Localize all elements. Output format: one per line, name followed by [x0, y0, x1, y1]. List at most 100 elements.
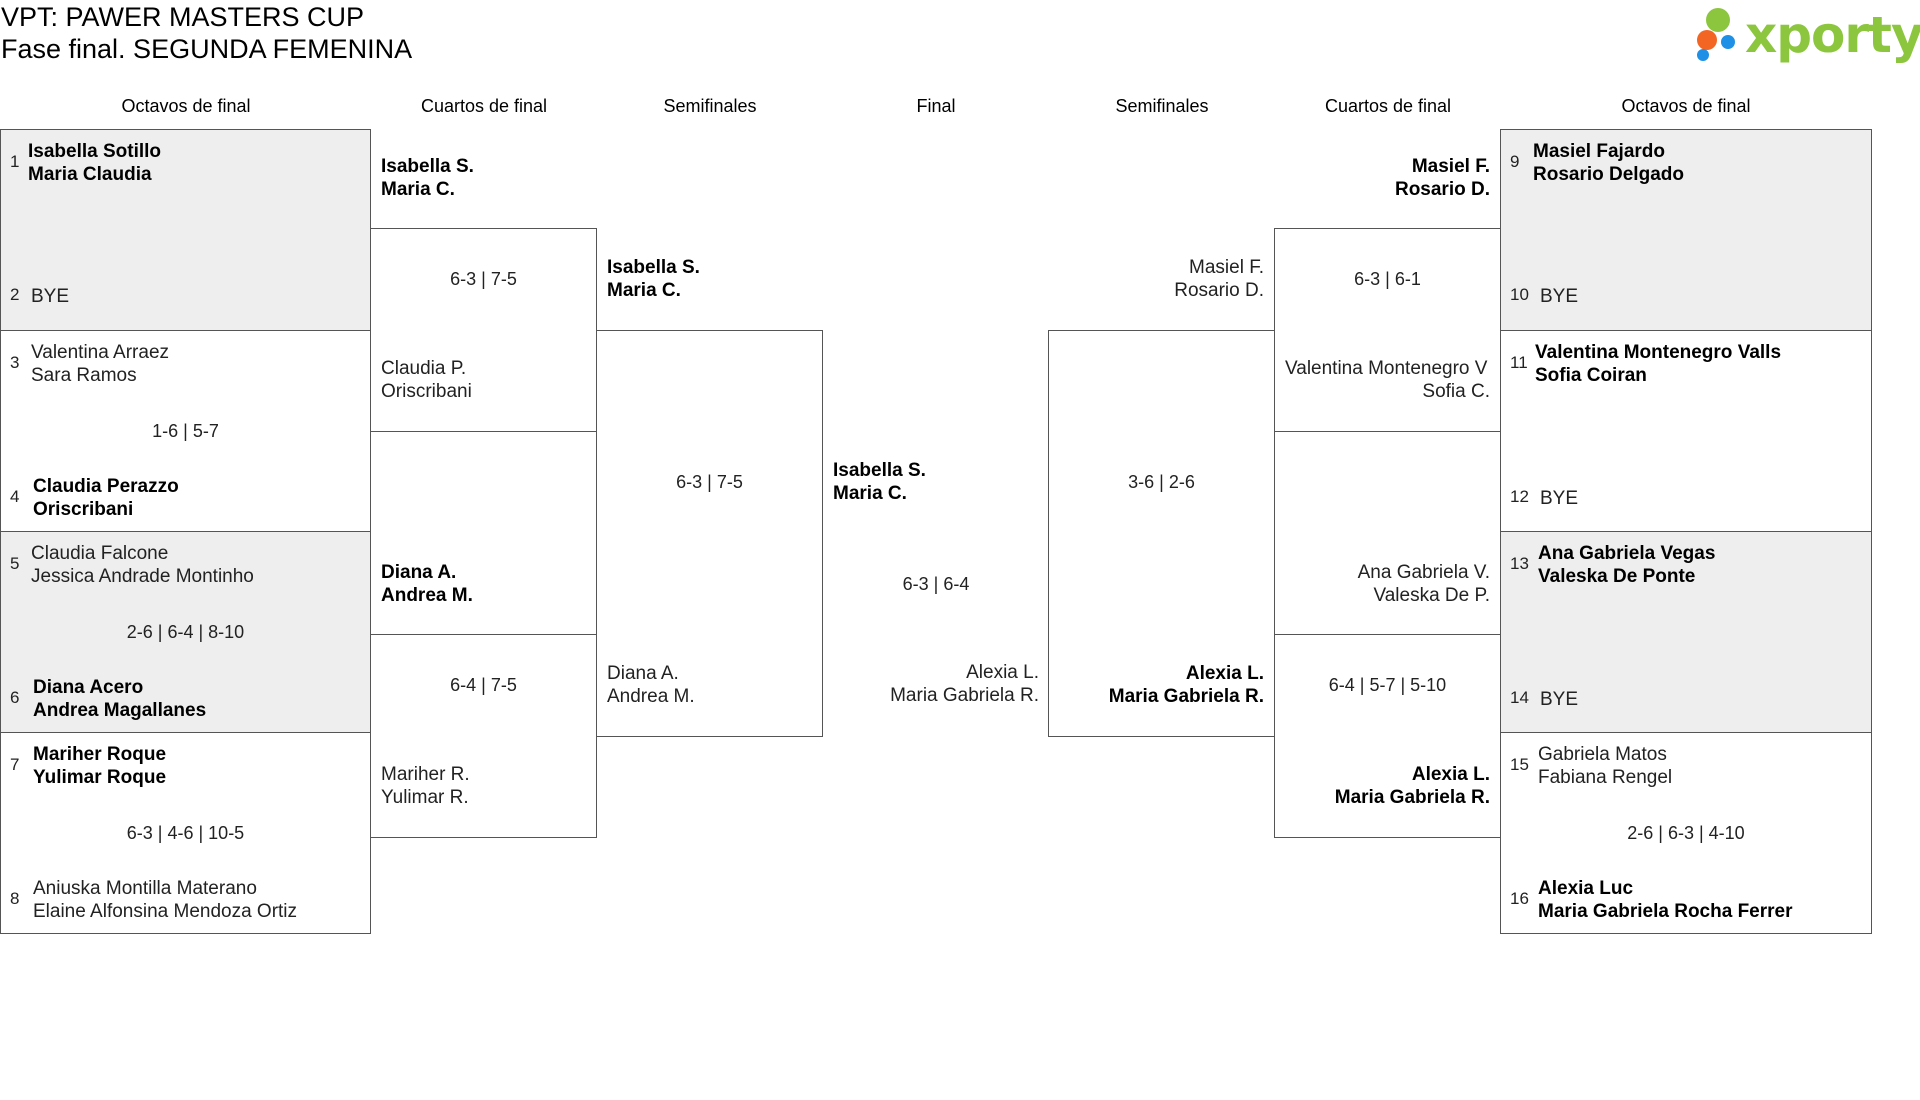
match-left-r16-2[interactable]: 3 Valentina Arraez Sara Ramos 1-6 | 5-7 … — [0, 330, 371, 532]
player-name: Diana A. — [607, 663, 679, 684]
player-name: Valentina Arraez — [31, 342, 170, 363]
player-name: Yulimar R. — [381, 787, 469, 808]
match-score: 2-6 | 6-4 | 8-10 — [126, 622, 245, 642]
seed-number: 2 — [10, 285, 20, 304]
match-score: 6-3 | 6-1 — [1354, 269, 1421, 289]
match-left-sf[interactable]: 6-3 | 7-5 Diana A. Andrea M. — [596, 330, 823, 737]
match-right-qf-1[interactable]: 6-3 | 6-1 Valentina Montenegro V Sofia C… — [1274, 228, 1501, 432]
match-score: 2-6 | 6-3 | 4-10 — [1627, 823, 1745, 843]
player-name: Mariher Roque — [33, 744, 167, 765]
seed-number: 9 — [1510, 152, 1520, 171]
header-left-r16: Octavos de final — [121, 96, 251, 116]
player-name: Elaine Alfonsina Mendoza Ortiz — [33, 901, 298, 922]
header-left-sf: Semifinales — [663, 96, 757, 116]
match-right-r16-2[interactable]: 11 Valentina Montenegro Valls Sofia Coir… — [1500, 330, 1872, 532]
tournament-title: VPT: PAWER MASTERS CUP — [1, 2, 365, 32]
player-name: Alexia L. — [1411, 764, 1490, 785]
player-name: Maria Claudia — [28, 164, 152, 185]
qf-winner-name: Isabella S. — [381, 156, 474, 177]
seed-number: 13 — [1510, 554, 1529, 573]
qf-winner-name: Andrea M. — [381, 585, 473, 606]
match-score: 1-6 | 5-7 — [152, 421, 219, 441]
player-name: Maria Gabriela Rocha Ferrer — [1538, 901, 1793, 922]
match-left-r16-1[interactable]: 1 Isabella Sotillo Maria Claudia 2 BYE — [0, 129, 371, 331]
match-score: 6-3 | 7-5 — [450, 269, 517, 289]
player-name: Claudia Falcone — [31, 543, 169, 564]
seed-number: 15 — [1510, 755, 1529, 774]
seed-number: 5 — [10, 554, 20, 573]
sf-player-name: Rosario D. — [1174, 280, 1264, 301]
header-right-r16: Octavos de final — [1621, 96, 1751, 116]
header-right-qf: Cuartos de final — [1324, 96, 1452, 116]
player-name: Sofia C. — [1422, 381, 1490, 402]
bye-label: BYE — [1540, 286, 1579, 307]
seed-number: 8 — [10, 889, 20, 908]
match-left-r16-3[interactable]: 5 Claudia Falcone Jessica Andrade Montin… — [0, 531, 371, 733]
player-name: Valentina Montenegro Valls — [1535, 342, 1782, 363]
match-left-qf-2[interactable]: 6-4 | 7-5 Mariher R. Yulimar R. — [370, 634, 597, 838]
match-score: 3-6 | 2-6 — [1128, 472, 1195, 492]
sf-player-name: Masiel F. — [1189, 257, 1264, 278]
qf-player-name: Valeska De P. — [1373, 585, 1490, 606]
bye-label: BYE — [1540, 488, 1579, 509]
qf-winner-name: Maria C. — [381, 179, 455, 200]
category-title: Fase final. SEGUNDA FEMENINA — [1, 34, 413, 64]
player-name: Mariher R. — [381, 764, 470, 785]
seed-number: 11 — [1510, 353, 1528, 372]
qf-winner-name: Masiel F. — [1411, 156, 1490, 177]
match-right-r16-3[interactable]: 13 Ana Gabriela Vegas Valeska De Ponte 1… — [1500, 531, 1872, 733]
bye-label: BYE — [31, 286, 70, 307]
player-name: Andrea Magallanes — [33, 700, 207, 721]
champion-name: Maria C. — [833, 483, 907, 504]
seed-number: 3 — [10, 353, 20, 372]
seed-number: 6 — [10, 688, 20, 707]
player-name: Gabriela Matos — [1538, 744, 1667, 765]
match-score: 6-4 | 5-7 | 5-10 — [1328, 675, 1447, 695]
logo-dots-icon — [1697, 8, 1735, 61]
header-left-qf: Cuartos de final — [420, 96, 548, 116]
player-name: Maria Gabriela R. — [1108, 686, 1264, 707]
player-name: Sara Ramos — [31, 365, 137, 386]
qf-loser-block: Valentina Montenegro V Sofia C. — [1275, 357, 1500, 405]
player-name: Masiel Fajardo — [1533, 141, 1665, 162]
qf-winner-name: Diana A. — [381, 562, 457, 583]
player-name: Maria Gabriela R. — [1334, 787, 1490, 808]
champion-name: Isabella S. — [833, 460, 926, 481]
player-name: Rosario Delgado — [1533, 164, 1684, 185]
player-name: Jessica Andrade Montinho — [31, 566, 254, 587]
match-left-r16-4[interactable]: 7 Mariher Roque Yulimar Roque 6-3 | 4-6 … — [0, 732, 371, 934]
player-name: Alexia L. — [1185, 663, 1264, 684]
qf-player-name: Ana Gabriela V. — [1357, 562, 1490, 583]
player-name: Sofia Coiran — [1535, 365, 1647, 386]
player-name: Claudia Perazzo — [33, 476, 179, 497]
player-name: Isabella Sotillo — [28, 141, 162, 162]
match-right-qf-2[interactable]: 6-4 | 5-7 | 5-10 Alexia L. Maria Gabriel… — [1274, 634, 1501, 838]
logo-wordmark: xporty — [1745, 6, 1920, 64]
player-name: Oriscribani — [33, 499, 134, 520]
player-name: Oriscribani — [381, 381, 472, 402]
bye-label: BYE — [1540, 689, 1579, 710]
player-name: Fabiana Rengel — [1538, 767, 1673, 788]
match-right-sf[interactable]: 3-6 | 2-6 Alexia L. Maria Gabriela R. — [1048, 330, 1275, 737]
header-right-sf: Semifinales — [1115, 96, 1209, 116]
match-right-r16-4[interactable]: 15 Gabriela Matos Fabiana Rengel 2-6 | 6… — [1500, 732, 1872, 934]
seed-number: 10 — [1510, 285, 1529, 304]
finalist-name: Alexia L. — [966, 662, 1039, 683]
player-name: Claudia P. — [381, 358, 467, 379]
seed-number: 14 — [1510, 688, 1529, 707]
match-final[interactable]: Isabella S. Maria C. 6-3 | 6-4 Alexia L.… — [823, 455, 1049, 715]
sf-winner-name: Maria C. — [607, 280, 681, 301]
match-right-r16-1[interactable]: 9 Masiel Fajardo Rosario Delgado 10 BYE — [1500, 129, 1872, 331]
player-name: Diana Acero — [33, 677, 144, 698]
player-name: Ana Gabriela Vegas — [1538, 543, 1716, 564]
sf-winner-name: Isabella S. — [607, 257, 700, 278]
xporty-logo: xporty — [1695, 2, 1920, 72]
player-name: Aniuska Montilla Materano — [33, 878, 257, 899]
match-score: 6-3 | 6-4 — [902, 574, 970, 594]
match-score: 6-3 | 4-6 | 10-5 — [126, 823, 245, 843]
player-name: Andrea M. — [607, 686, 695, 707]
seed-number: 7 — [10, 755, 20, 774]
seed-number: 16 — [1510, 889, 1529, 908]
qf-winner-name: Rosario D. — [1394, 179, 1490, 200]
match-left-qf-1[interactable]: 6-3 | 7-5 Claudia P. Oriscribani — [370, 228, 597, 432]
